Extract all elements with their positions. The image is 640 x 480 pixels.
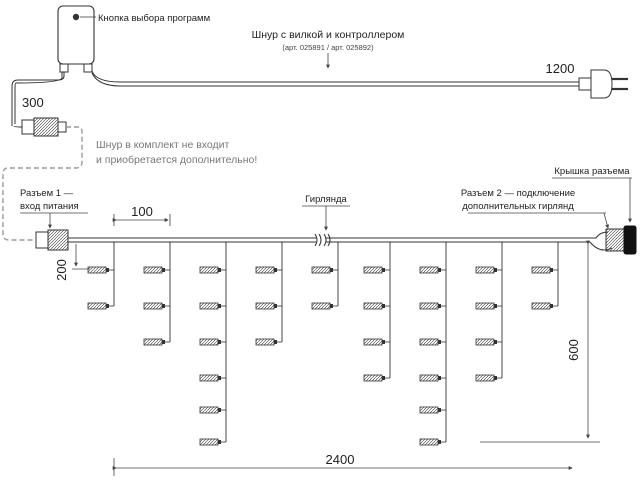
led-bulb-icon: [531, 266, 551, 274]
led-bulb-icon: [143, 266, 163, 274]
connector-1-icon: [35, 229, 69, 251]
led-cap: [218, 304, 221, 308]
led-cap: [106, 268, 109, 272]
led-bulb-icon: [419, 266, 439, 274]
total-length-value: 2400: [326, 452, 355, 467]
led-cap: [382, 304, 385, 308]
led-cap: [330, 304, 333, 308]
controller-lead-2: [14, 72, 63, 124]
led-bulb-icon: [311, 302, 331, 310]
program-button-icon: [72, 13, 80, 21]
led-bulb-icon: [363, 374, 383, 382]
led-bulb-icon: [199, 438, 219, 446]
led-cap: [274, 304, 277, 308]
controller-lead: [11, 72, 65, 126]
dim-first-led: [72, 244, 90, 270]
garland-drops: [87, 242, 559, 446]
dim-drop-spacing: [112, 214, 171, 226]
led-cap: [218, 408, 221, 412]
led-bulb-icon: [199, 406, 219, 414]
program-button-label: Кнопка выбора программ: [98, 13, 210, 24]
led-cap: [438, 408, 441, 412]
controller-box: [57, 5, 95, 73]
led-cap: [438, 304, 441, 308]
led-cap: [218, 340, 221, 344]
led-bulb-icon: [311, 266, 331, 274]
drop-spacing-value: 100: [131, 204, 153, 219]
led-bulb-icon: [363, 302, 383, 310]
led-cap: [106, 304, 109, 308]
led-cap: [438, 440, 441, 444]
led-cap: [438, 376, 441, 380]
led-bulb-icon: [87, 266, 107, 274]
led-bulb-icon: [199, 302, 219, 310]
led-cap: [494, 340, 497, 344]
led-cap: [218, 268, 221, 272]
plug-cord-length: 1200: [546, 61, 575, 76]
led-bulb-icon: [475, 374, 495, 382]
dim-max-drop: [480, 240, 600, 443]
cord-note-line1: Шнур в комплект не входит: [96, 139, 230, 151]
controller-lead-length: 300: [22, 95, 44, 110]
led-bulb-icon: [255, 266, 275, 274]
led-cap: [162, 268, 165, 272]
led-cap: [494, 304, 497, 308]
dim-total-length: [112, 458, 573, 476]
power-cord-2: [91, 72, 580, 87]
led-bulb-icon: [475, 302, 495, 310]
plug-icon: [578, 69, 628, 99]
led-cap: [162, 340, 165, 344]
led-bulb-icon: [531, 302, 551, 310]
led-bulb-icon: [419, 338, 439, 346]
led-bulb-icon: [199, 338, 219, 346]
led-cap: [274, 340, 277, 344]
connector2-label-line2: дополнительных гирлянд: [462, 201, 574, 212]
garland-label: Гирлянда: [305, 194, 347, 205]
connector1-label-line2: вход питания: [20, 201, 79, 212]
led-cap: [438, 340, 441, 344]
led-cap: [330, 268, 333, 272]
led-bulb-icon: [363, 338, 383, 346]
led-bulb-icon: [475, 338, 495, 346]
cord-articles: (арт. 025891 / арт. 025892): [282, 43, 374, 52]
led-bulb-icon: [87, 302, 107, 310]
led-bulb-icon: [419, 438, 439, 446]
connector1-label-line1: Разъем 1 —: [20, 188, 74, 199]
led-bulb-icon: [419, 302, 439, 310]
led-cap: [274, 268, 277, 272]
led-cap: [162, 304, 165, 308]
first-led-value: 200: [54, 259, 69, 281]
led-bulb-icon: [143, 338, 163, 346]
led-cap: [438, 268, 441, 272]
garland-main-wire: [68, 233, 590, 247]
led-bulb-icon: [475, 266, 495, 274]
connector-cap-label: Крышка разъема: [554, 166, 630, 177]
cord-note-line2: и приобретается дополнительно!: [96, 154, 257, 166]
led-bulb-icon: [419, 374, 439, 382]
led-cap: [550, 268, 553, 272]
led-bulb-icon: [143, 302, 163, 310]
cord-title: Шнур с вилкой и контроллером: [252, 29, 405, 41]
led-cap: [550, 304, 553, 308]
led-cap: [382, 340, 385, 344]
led-cap: [218, 376, 221, 380]
led-cap: [494, 268, 497, 272]
led-cap: [382, 268, 385, 272]
power-cord: [91, 70, 580, 83]
lead-connector-icon: [21, 117, 67, 137]
led-cap: [218, 440, 221, 444]
led-cap: [382, 376, 385, 380]
max-drop-value: 600: [566, 339, 581, 361]
led-bulb-icon: [255, 302, 275, 310]
optional-cord-path: [2, 126, 83, 241]
connector2-label-line1: Разъем 2 — подключение: [461, 188, 575, 199]
led-bulb-icon: [199, 266, 219, 274]
led-cap: [494, 376, 497, 380]
led-bulb-icon: [199, 374, 219, 382]
led-bulb-icon: [363, 266, 383, 274]
led-bulb-icon: [419, 406, 439, 414]
led-bulb-icon: [255, 338, 275, 346]
connector-2-icon: [589, 225, 637, 255]
